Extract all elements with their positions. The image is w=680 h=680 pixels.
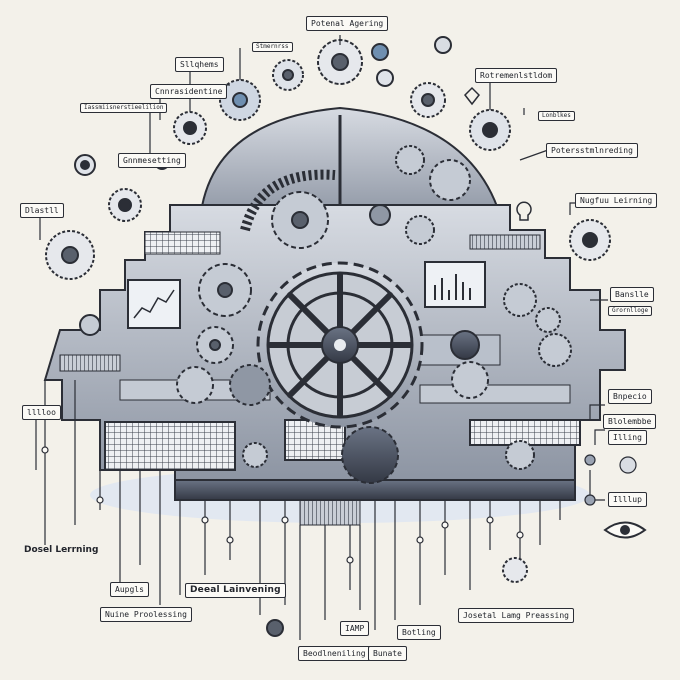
label-top-left: Sllqhems [175, 57, 224, 72]
label-left-upper: Cnnrasidentine [150, 84, 228, 99]
label-right-lower-1: Bnpecio [608, 389, 652, 404]
label-bottom-agent: Aupgls [110, 582, 149, 597]
label-right-block: Banslle [610, 287, 654, 302]
label-right-top: Rotremenlstldom [475, 68, 558, 83]
panel-stripes-right [469, 234, 541, 250]
label-bottom-modeling: Beodlneniling [298, 646, 371, 661]
label-right-learning: Nugfuu Leirning [575, 193, 658, 208]
label-left-mid: Gnnmesetting [118, 153, 186, 168]
label-bottom-center-1: IAMP [340, 621, 370, 636]
lightbulb-icon [516, 201, 532, 221]
label-bottom-processing: Nuine Proolessing [100, 607, 192, 622]
panel-bottom-right [469, 419, 581, 446]
label-left-far: Dlastll [20, 203, 64, 218]
eye-icon [603, 521, 647, 539]
base-plate [174, 479, 576, 501]
node-icon [266, 619, 284, 637]
panel-stripes-left [59, 354, 121, 372]
node-icon [376, 69, 394, 87]
label-top-center: Potenal Agering [306, 16, 389, 31]
panel-bottom-left [104, 421, 236, 471]
label-bottom-right: Josetal Lamg Preassing [458, 608, 574, 623]
label-right-lower-3: Illing [608, 430, 647, 445]
label-right-mid: Potersstmlnreding [546, 143, 638, 158]
label-bottom-bunate: Bunate [368, 646, 407, 661]
diamond-icon [464, 86, 480, 106]
label-bottom-learning: Deeal Lainvening [185, 583, 286, 598]
floating-gears [45, 36, 611, 637]
arc-gear [240, 169, 336, 232]
label-right-lower-2: Blolembbe [603, 414, 657, 429]
label-bottom-center-2: Botling [397, 625, 441, 640]
body-gears [79, 145, 572, 484]
node-icon [371, 43, 389, 61]
node-icon [434, 36, 452, 54]
label-bottom-left: Dosel Lerrning [24, 545, 99, 555]
central-gear-icon [256, 261, 424, 429]
label-left-lower: lllloo [22, 405, 61, 420]
label-right-lower-4: Illlup [608, 492, 647, 507]
label-left-tiny: Iassmiisnerstieelilion [80, 103, 168, 113]
chart-icon [133, 289, 175, 319]
label-right-block-small: Grornlloge [608, 306, 653, 316]
panel-left-grid [144, 231, 221, 255]
connector-nodes [41, 446, 637, 564]
label-right-small: Lonblkes [538, 111, 575, 121]
node-icon [502, 557, 528, 583]
dome-top [198, 106, 502, 222]
label-top-small: Stmernrss [252, 42, 293, 52]
